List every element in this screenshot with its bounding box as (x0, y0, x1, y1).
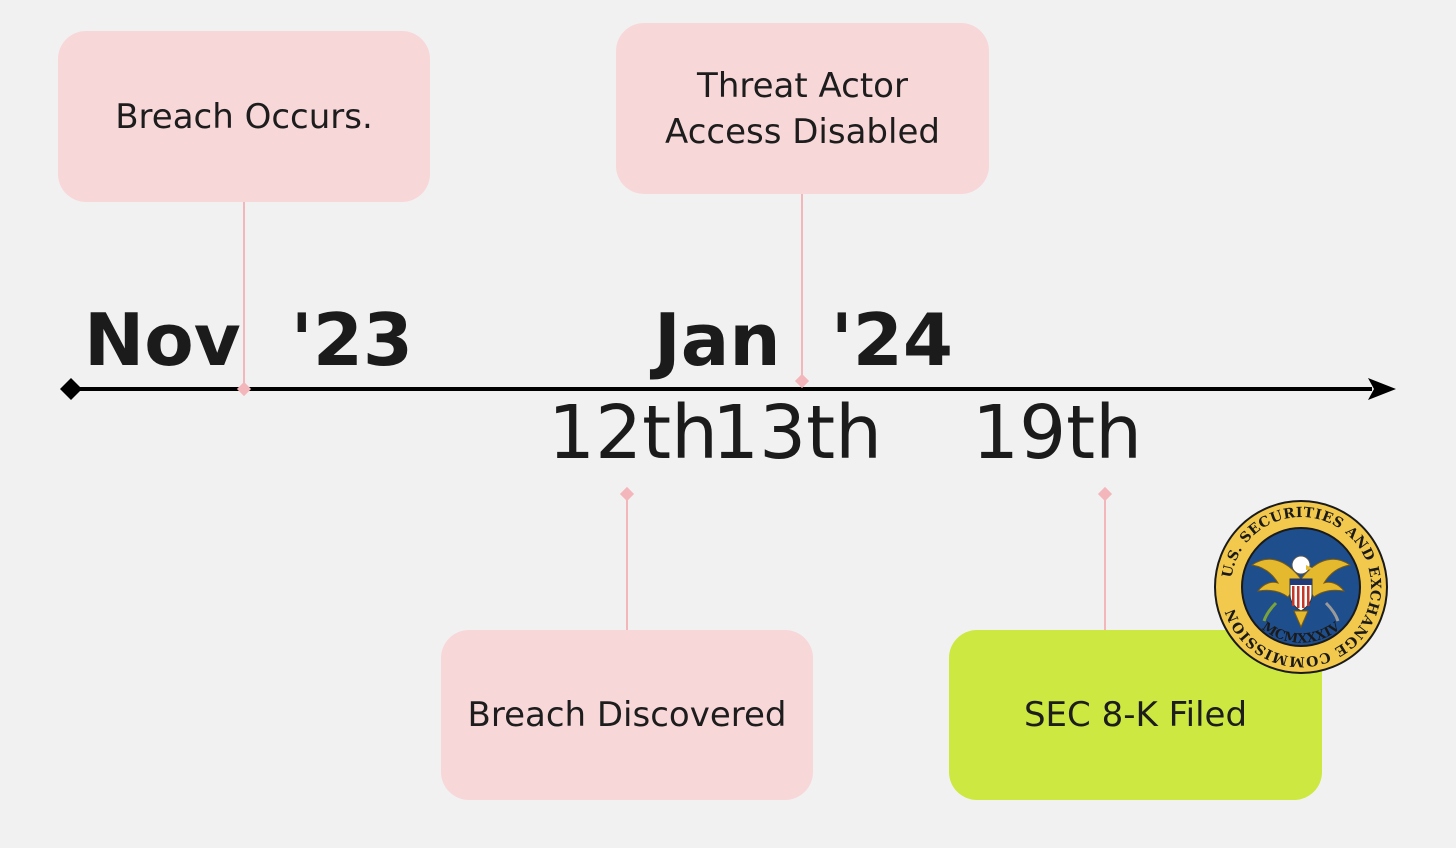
event-breach-occurs: Breach Occurs. (58, 31, 430, 202)
sec-seal-icon: U.S. SECURITIES AND EXCHANGE COMMISSION … (1214, 500, 1388, 674)
event-threat-actor-disabled: Threat Actor Access Disabled (616, 23, 989, 194)
event-label: Threat Actor Access Disabled (665, 65, 940, 152)
event-breach-discovered: Breach Discovered (441, 630, 813, 800)
connector-threat-actor-disabled (801, 194, 803, 381)
day-label-13th: 13th (712, 390, 883, 476)
month-label-nov: Nov '23 (84, 298, 414, 382)
month-label-jan: Jan '24 (654, 298, 954, 382)
event-label: Breach Discovered (467, 695, 787, 735)
connector-sec-filed (1104, 497, 1106, 630)
axis-arrow-head (1368, 378, 1396, 400)
day-label-12th: 12th (548, 390, 719, 476)
day-label-19th: 19th (972, 390, 1143, 476)
connector-breach-occurs (243, 202, 245, 389)
axis-start-diamond (60, 378, 82, 400)
event-label: Breach Occurs. (115, 96, 373, 137)
event-label: SEC 8-K Filed (1023, 695, 1248, 735)
connector-breach-discovered (626, 497, 628, 630)
